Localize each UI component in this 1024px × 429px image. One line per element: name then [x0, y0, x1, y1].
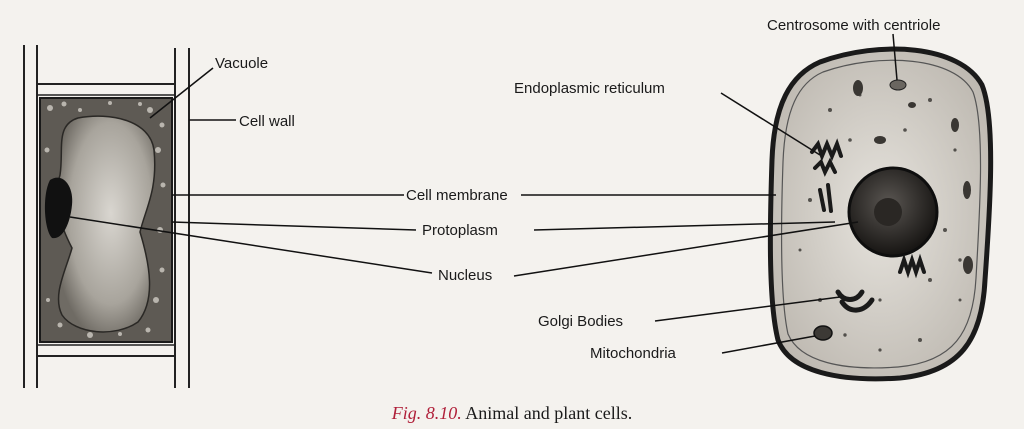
- cell-diagram: Vacuole Cell wall Cell membrane Protopla…: [23, 17, 994, 388]
- leader-lines: [69, 33, 898, 354]
- label-cell-membrane: Cell membrane: [406, 187, 508, 204]
- label-mitochondria: Mitochondria: [590, 345, 677, 362]
- plant-nucleus: [44, 177, 73, 239]
- label-cell-wall: Cell wall: [239, 113, 295, 130]
- mitochondrion: [813, 325, 833, 341]
- label-golgi-bodies: Golgi Bodies: [538, 313, 623, 330]
- label-protoplasm: Protoplasm: [422, 222, 498, 239]
- plant-cell: [23, 45, 190, 388]
- label-centrosome: Centrosome with centriole: [767, 17, 940, 34]
- label-vacuole: Vacuole: [215, 55, 268, 72]
- label-nucleus: Nucleus: [438, 267, 492, 284]
- animal-cell: [767, 46, 994, 382]
- centrosome-icon: [889, 79, 907, 91]
- golgi-bodies: [835, 289, 875, 313]
- label-endoplasmic-reticulum: Endoplasmic reticulum: [514, 80, 665, 97]
- endoplasmic-reticulum: [810, 138, 843, 213]
- figure-number: Fig. 8.10.: [391, 403, 462, 423]
- vacuole-shape: [56, 115, 156, 333]
- figure-caption-text: Animal and plant cells.: [465, 403, 633, 423]
- figure-caption: Fig. 8.10. Animal and plant cells.: [0, 403, 1024, 424]
